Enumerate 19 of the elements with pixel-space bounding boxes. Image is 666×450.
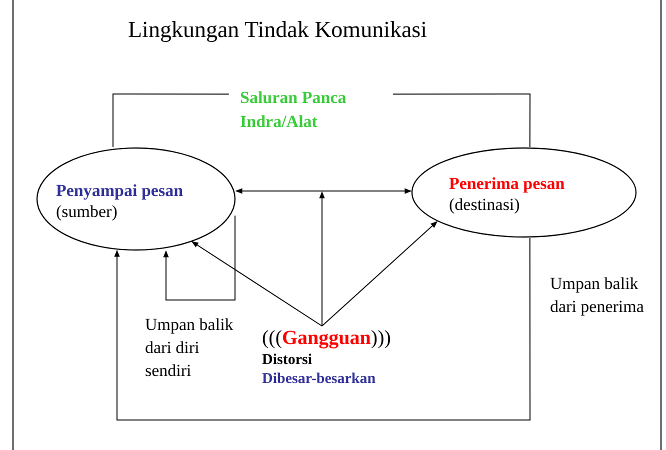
feedback-label: Umpan balik dari penerima <box>550 273 645 318</box>
node-subtitle: (sumber) <box>56 201 118 222</box>
connector-arrow <box>322 221 438 326</box>
feedback-label: Umpan balik dari diri sendiri <box>145 314 234 382</box>
node-heading: Penerima pesan <box>449 173 565 194</box>
ellipse-node <box>411 147 637 238</box>
noise-note: Dibesar-besarkan <box>262 370 376 388</box>
noise-label: (((Gangguan))) <box>262 326 391 351</box>
node-subtitle: (destinasi) <box>449 194 521 216</box>
connector-arrow <box>163 215 236 300</box>
node-heading: Penyampai pesan <box>56 180 184 202</box>
connector-arrow <box>191 241 322 326</box>
channel-label: Saluran Panca Indra/Alat <box>238 86 390 134</box>
title: Lingkungan Tindak Komunikasi <box>128 16 428 44</box>
connector-arrow <box>235 188 412 194</box>
noise-note: Distorsi <box>262 351 312 370</box>
ellipse-node <box>36 147 236 251</box>
connector-arrow <box>114 238 530 420</box>
connector-arrow <box>319 191 325 326</box>
